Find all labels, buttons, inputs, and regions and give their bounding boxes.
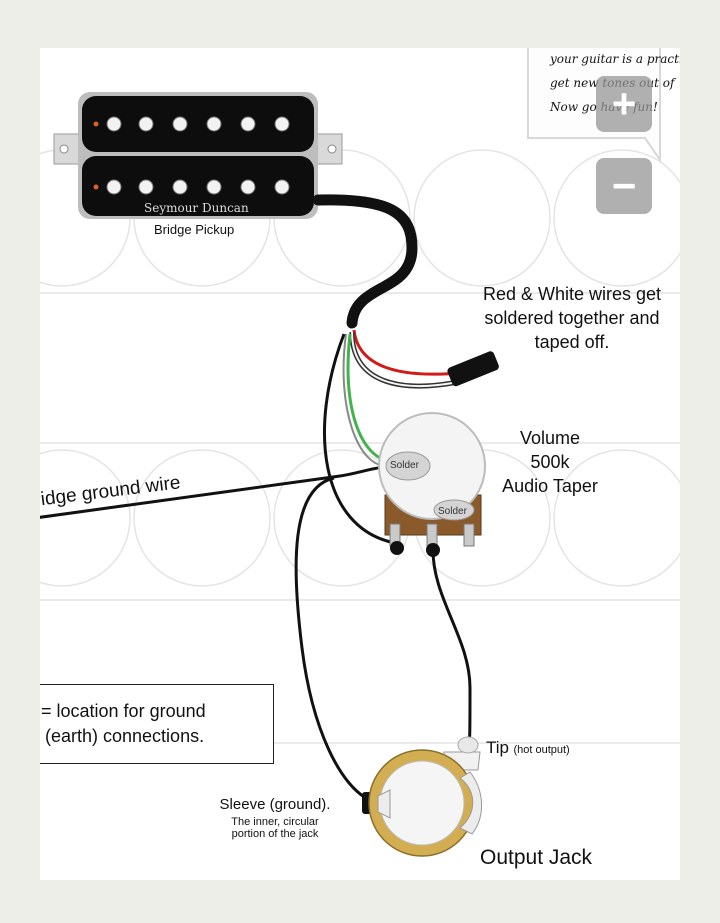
legend-line-2: (earth) connections. <box>45 726 205 746</box>
wiring-diagram <box>40 48 680 857</box>
zoom-out-button[interactable]: − <box>596 158 652 214</box>
volume-label: Volume 500k Audio Taper <box>480 426 620 498</box>
zoom-in-button[interactable]: + <box>596 76 652 132</box>
sleeve-note-2: portion of the jack <box>231 828 319 840</box>
solder-note-line-3: taped off. <box>534 332 610 352</box>
tip-label: Tip (hot output) <box>486 738 570 758</box>
output-jack-title: Output Jack <box>480 846 593 869</box>
sleeve-note-1: The inner, circular <box>231 816 319 828</box>
tape-cap <box>447 351 499 387</box>
handwritten-line-1: your guitar is a practi <box>550 52 680 66</box>
sleeve-label: Sleeve (ground). The inner, circular por… <box>200 796 350 840</box>
plus-icon: + <box>611 80 637 127</box>
diagram-frame: your guitar is a practi get new tones ou… <box>40 48 680 880</box>
solder-note-line-2: soldered together and <box>484 308 660 328</box>
solder-note-line-1: Red & White wires get <box>482 284 662 304</box>
red-white-wires <box>349 329 461 389</box>
output-jack <box>368 736 483 857</box>
pickup-caption: Bridge Pickup <box>154 222 235 237</box>
volume-line-2: 500k <box>530 452 570 472</box>
solder-label-right: Solder <box>438 506 467 517</box>
tip-label-note: (hot output) <box>513 744 570 756</box>
pickup-cable <box>312 194 418 329</box>
volume-line-1: Volume <box>519 428 581 448</box>
volume-line-3: Audio Taper <box>502 476 598 496</box>
tip-label-text: Tip <box>486 738 509 757</box>
background-circles <box>40 149 680 744</box>
pickup <box>53 92 343 219</box>
pole-pieces <box>106 116 290 195</box>
sleeve-wire <box>294 476 373 803</box>
legend-line-1: = location for ground <box>41 701 206 721</box>
pickup-brand: Seymour Duncan <box>144 201 249 215</box>
legend-box: = location for ground (earth) connection… <box>40 684 274 764</box>
sleeve-label-text: Sleeve (ground). <box>219 796 331 813</box>
minus-icon: − <box>611 162 637 209</box>
solder-label-left: Solder <box>390 460 419 471</box>
volume-pot <box>378 412 486 547</box>
solder-note: Red & White wires get soldered together … <box>452 282 680 354</box>
